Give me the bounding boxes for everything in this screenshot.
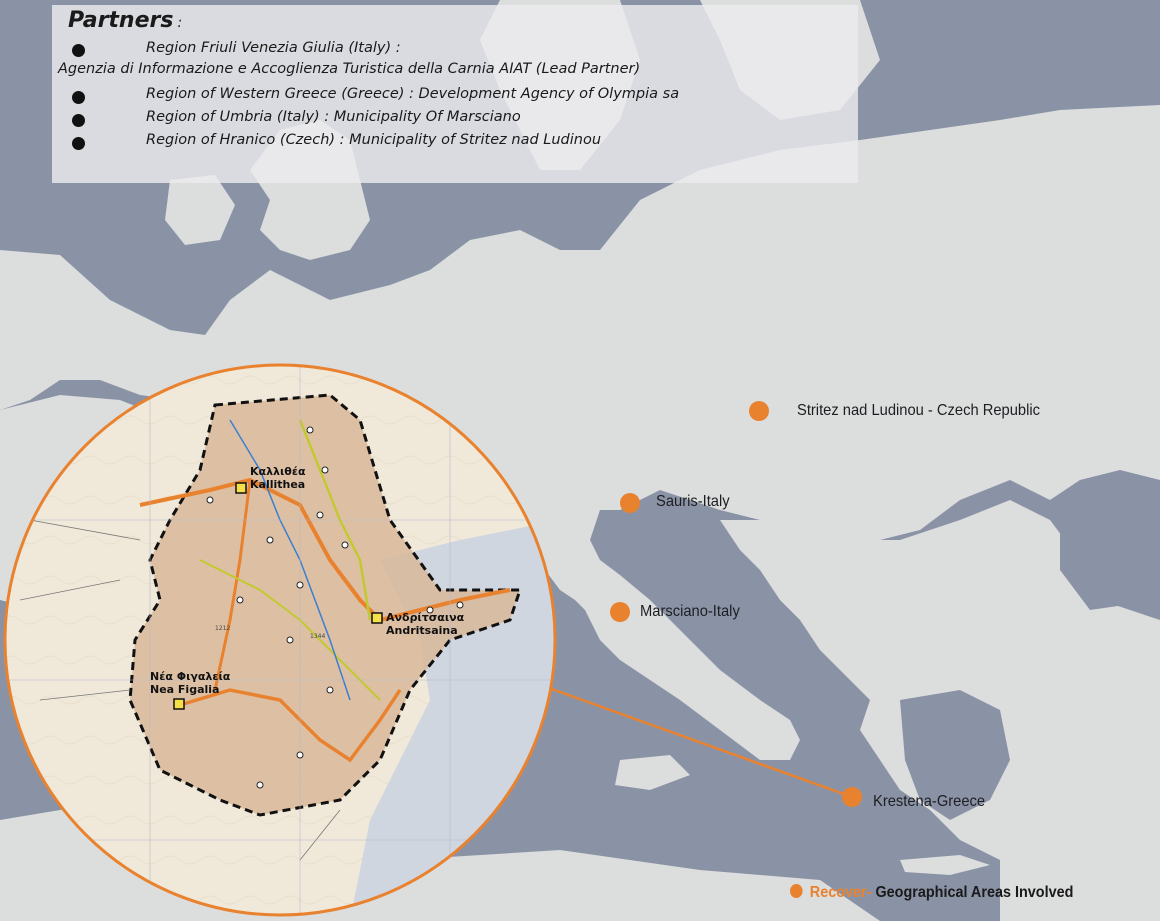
partner-line-1: Region Friuli Venezia Giulia (Italy) : <box>146 40 401 56</box>
aegean-sea <box>900 690 1010 820</box>
partner-bullet <box>72 44 85 57</box>
partner-line-3: Region of Western Greece (Greece) : Deve… <box>146 86 680 102</box>
anatolia <box>1020 630 1160 800</box>
legend-prefix: Recover- <box>809 884 872 901</box>
sicily <box>615 755 690 790</box>
inset-place-andritsaina-gr: Ανδρίτσαινα <box>386 611 465 624</box>
marker-stritez[interactable] <box>749 401 769 421</box>
marker-sauris[interactable] <box>620 493 640 513</box>
label-sauris: Sauris-Italy <box>656 493 730 510</box>
inset-frame <box>3 363 557 917</box>
partners-title: Partners: <box>68 8 183 33</box>
marker-krestena[interactable] <box>842 787 862 807</box>
legend-marker-icon <box>790 884 803 898</box>
partner-bullet <box>72 114 85 127</box>
inset-highlighted-region <box>130 395 520 815</box>
inset-place-andritsaina: Andritsaina <box>386 624 458 637</box>
label-marsciano: Marsciano-Italy <box>640 603 740 620</box>
label-krestena: Krestena-Greece <box>873 793 986 810</box>
black-sea <box>1060 500 1160 610</box>
inset-place-nea-figalia-gr: Νέα Φιγαλεία <box>150 670 231 683</box>
partner-line-5: Region of Hranico (Czech) : Municipality… <box>146 132 602 148</box>
inset-map: Καλλιθέα Kallithea Ανδρίτσαινα Andritsai… <box>5 365 555 915</box>
adriatic-sea <box>630 510 800 710</box>
inset-place-kallithea-gr: Καλλιθέα <box>250 465 306 478</box>
partner-line-2: Agenzia di Informazione e Accoglienza Tu… <box>58 61 641 77</box>
inset-place-kallithea: Kallithea <box>250 478 305 491</box>
legend: Recover- Geographical Areas Involved <box>790 884 1073 902</box>
partner-bullet <box>72 137 85 150</box>
continental-europe <box>0 105 1160 760</box>
ireland <box>165 175 235 245</box>
legend-text: Geographical Areas Involved <box>875 884 1074 901</box>
inset-connector-line <box>534 681 853 799</box>
inset-elevation-1344: 1344 <box>310 633 325 640</box>
partner-bullet <box>72 91 85 104</box>
crete <box>900 855 990 875</box>
inset-place-nea-figalia: Nea Figalia <box>150 683 219 696</box>
partners-panel <box>52 5 858 183</box>
partner-line-4: Region of Umbria (Italy) : Municipality … <box>146 109 521 125</box>
marker-marsciano[interactable] <box>610 602 630 622</box>
label-stritez: Stritez nad Ludinou - Czech Republic <box>797 402 1041 419</box>
inset-elevation-1212: 1212 <box>215 625 230 632</box>
